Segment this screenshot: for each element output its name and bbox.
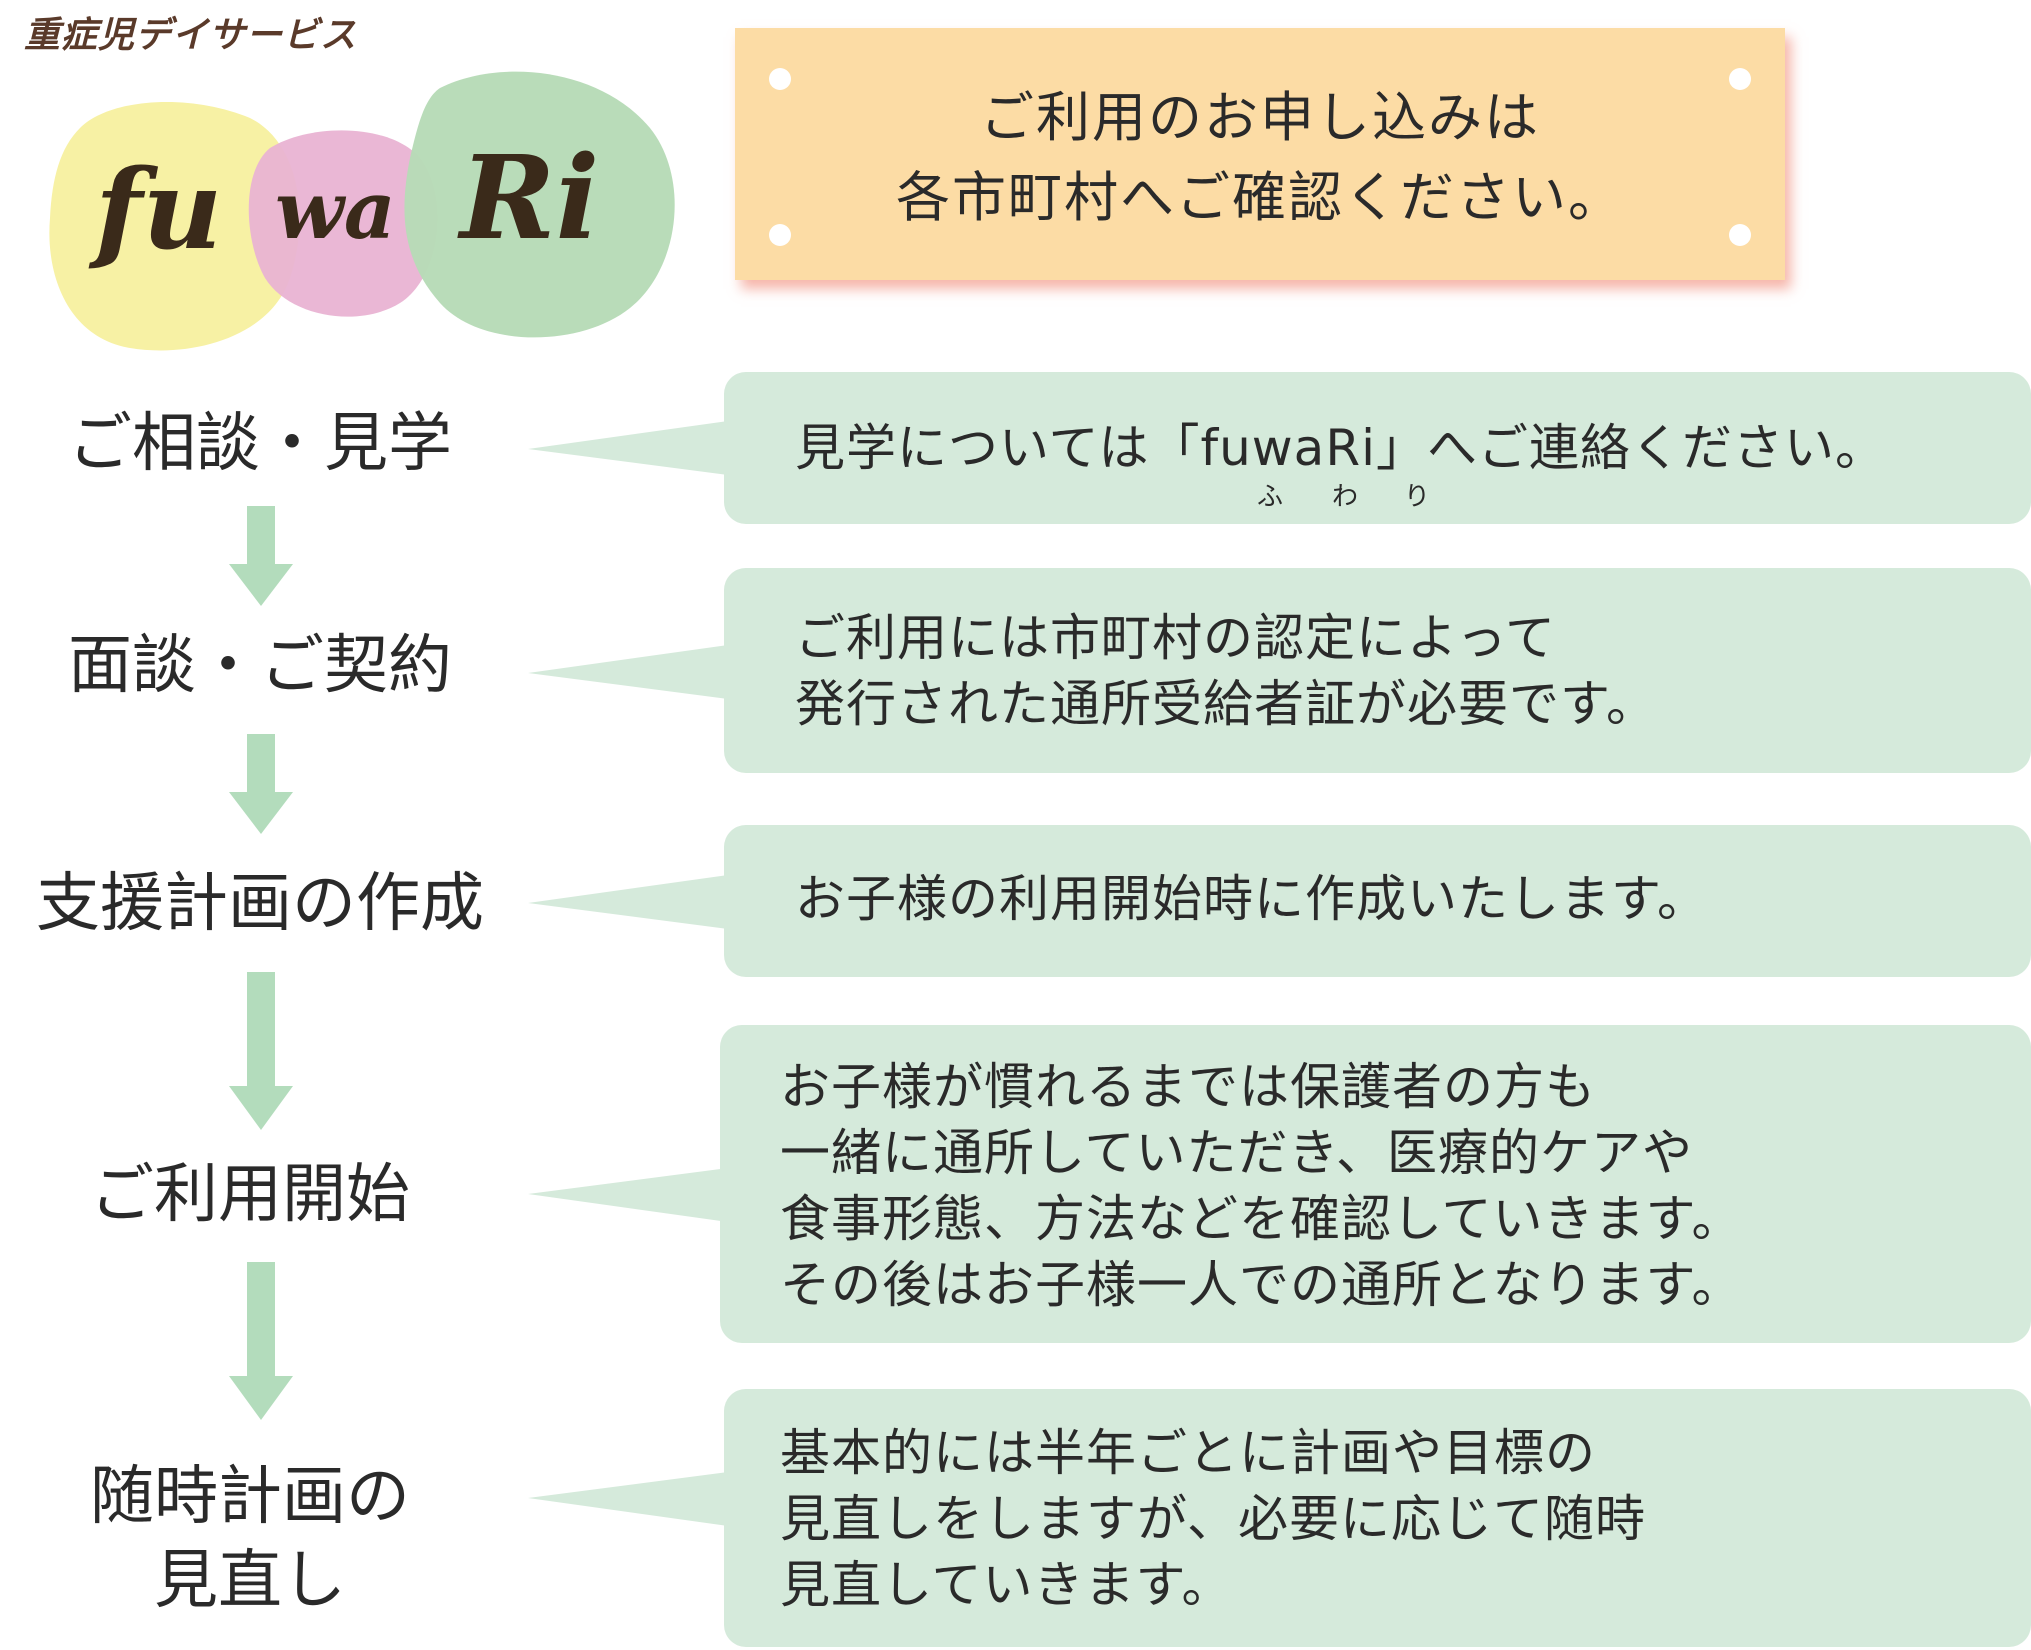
step-label-support-plan: 支援計画の作成 [36,867,484,941]
step-label-plan-review: 随時計画の 見直し [90,1460,410,1618]
logo-blob-pink [248,130,438,317]
step-detail-start-service: お子様が慣れるまでは保護者の方も 一緒に通所していただき、医療的ケアや 食事形態… [780,1058,1743,1314]
logo-text-wa: wa [275,163,396,257]
ruby-fu: ふ [1257,482,1284,512]
bubble-tail [528,421,728,475]
flow-arrow-down-icon [229,734,293,834]
bubble-tail [528,875,728,929]
flow-arrow-down-icon [229,506,293,606]
step-detail-support-plan: お子様の利用開始時に作成いたします。 [795,870,1708,928]
application-notice-board: ご利用のお申し込みは 各市町村へご確認ください。 [735,28,1785,280]
step-detail-box [724,825,2031,977]
step-detail-plan-review: 基本的には半年ごとに計画や目標の 見直しをしますが、必要に応じて随時 見直してい… [780,1424,1646,1614]
step-detail-box [724,1389,2031,1647]
step-detail-box [724,568,2031,773]
step-label-consultation: ご相談・見学 [68,407,452,481]
logo-blob-yellow [49,101,300,351]
flow-arrow-down-icon [229,1262,293,1420]
notice-text: ご利用のお申し込みは 各市町村へご確認ください。 [896,86,1624,229]
bubble-tail [528,1472,728,1526]
ruby-ri: り [1404,482,1431,512]
logo-text-ri: Ri [457,131,599,266]
fuwari-logo: fu wa Ri [49,71,675,351]
step-detail-box [724,372,2031,524]
pin-top-right-icon [1729,68,1751,90]
step-label-interview: 面談・ご契約 [68,629,452,703]
step-detail-box [720,1025,2031,1343]
step-label-start-service: ご利用開始 [90,1158,410,1232]
pin-top-left-icon [769,68,791,90]
bubble-tail [528,645,728,699]
flow-arrow-down-icon [229,972,293,1130]
logo-text-fu: fu [88,145,222,274]
step-detail-consultation: 見学については「fuwaRi」へご連絡ください。 [795,419,1886,477]
pin-bottom-left-icon [769,224,791,246]
logo-blob-green [404,71,675,338]
bubble-tail [528,1168,728,1222]
pin-bottom-right-icon [1729,224,1751,246]
logo-tagline: 重症児デイサービス [24,15,358,56]
ruby-wa: わ [1332,482,1359,512]
step-detail-interview: ご利用には市町村の認定によって 発行された通所受給者証が必要です。 [795,609,1657,733]
